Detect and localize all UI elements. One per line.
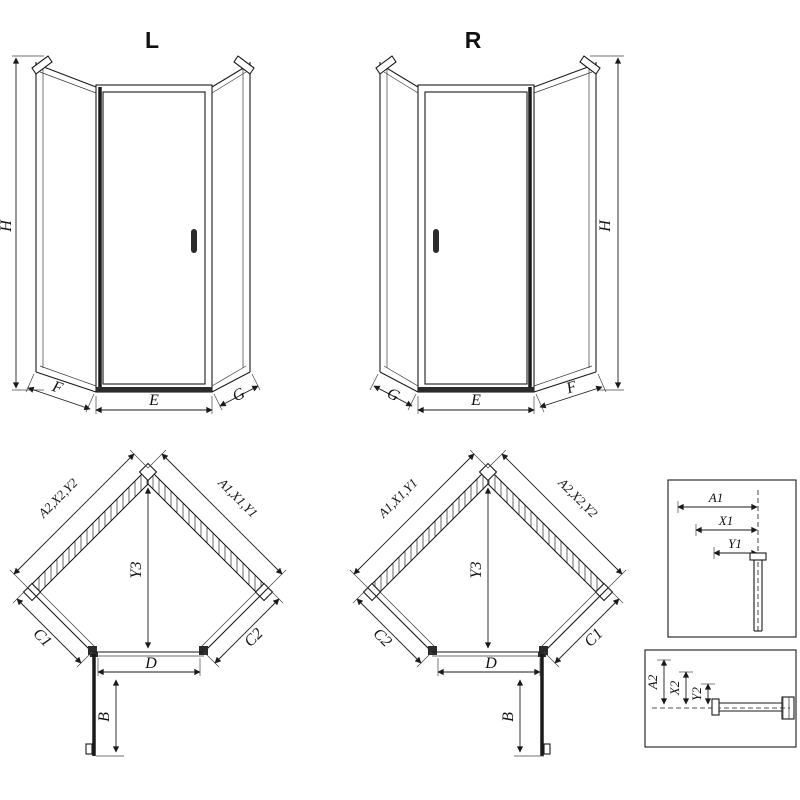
detail-top-box: A1 X1 Y1 [667, 479, 797, 638]
panel-label-f: F [49, 378, 65, 398]
panel-width-dimension-f: F [25, 373, 95, 413]
back-wall-right [487, 466, 609, 597]
wall-profile-section-horizontal [711, 696, 795, 720]
wall-dimension-right: A2,X2,Y2 [487, 449, 627, 589]
door-opening-dimension-d: D [97, 655, 201, 676]
shower-tray-sill [96, 387, 212, 392]
door-jamb-right [539, 646, 548, 655]
front-left-dimension-c1: C1 [12, 587, 93, 668]
detail-dim3-label: Y2 [689, 687, 704, 701]
door-opening-label: D [484, 655, 497, 672]
door-jamb-right [199, 646, 208, 655]
door-handle-plan [543, 743, 551, 755]
depth-label-y3: Y3 [468, 562, 485, 579]
detail-bottom-box: A2 X2 Y2 [644, 649, 797, 748]
door-opening-label: D [144, 655, 157, 672]
front-right-dimension-c1: C1 [543, 587, 624, 668]
front-right-dimension-c2: C2 [203, 587, 284, 668]
right-side-panel [211, 55, 255, 393]
left-side-panel [375, 55, 419, 393]
enclosure-front-left [31, 55, 255, 393]
door-width-dimension-e: E [417, 392, 535, 414]
detail-dim2-label: X1 [718, 513, 733, 528]
door-handle [191, 229, 197, 253]
door-jamb-left [88, 646, 97, 655]
front-right-label: C2 [241, 625, 266, 650]
door-handle [433, 229, 439, 253]
panel-label-g: G [384, 385, 403, 406]
depth-dimension-y3: Y3 [468, 487, 492, 649]
door-projection-dimension-b: B [96, 679, 124, 757]
door-projection-label: B [96, 712, 113, 722]
elevation-right-view: R [369, 27, 624, 414]
door-panel [95, 84, 213, 393]
right-side-panel [533, 55, 601, 393]
depth-dimension-y3: Y3 [128, 487, 152, 649]
enclosure-front-right [375, 55, 601, 393]
door-glass [424, 91, 528, 385]
door-label-e: E [148, 392, 159, 409]
wall-bracket-top-left [375, 55, 397, 75]
panel-label-g: G [230, 385, 249, 406]
door-panel [417, 84, 535, 393]
front-left-dimension-c2: C2 [352, 587, 433, 668]
door-projection-dimension-b: B [500, 679, 544, 757]
plan-left-view: A2,X2,Y2 A1,X1,Y1 Y3 C1 C2 D [9, 449, 287, 757]
height-dimension-left: H [0, 55, 44, 391]
plan-right-view: A1,X1,Y1 A2,X2,Y2 Y3 C2 C1 D [349, 449, 627, 757]
door-glass [102, 91, 206, 385]
elevation-left-title: L [145, 27, 159, 53]
door-handle-plan [85, 743, 93, 755]
height-label-right: H [597, 219, 614, 233]
wall-profile-section-vertical [749, 552, 767, 632]
depth-label-y3: Y3 [128, 562, 145, 579]
elevation-left-view: L H [0, 27, 261, 414]
wall-dimension-right: A1,X1,Y1 [147, 449, 287, 589]
wall-bracket-top-right [579, 55, 601, 75]
detail-dim1-label: A2 [645, 674, 660, 690]
detail-dim1-label: A1 [708, 490, 723, 505]
detail-box-border [667, 479, 797, 638]
left-side-panel [31, 55, 97, 393]
open-door-plan [85, 652, 98, 756]
height-label-left: H [0, 219, 15, 233]
elevation-right-title: R [465, 27, 482, 53]
height-dimension-right: H [590, 55, 624, 391]
detail-dim3-label: Y1 [728, 536, 742, 551]
front-right-label: C1 [581, 625, 606, 650]
door-label-e: E [470, 392, 481, 409]
corner-profile-top [478, 462, 498, 482]
wall-section-hatch [781, 696, 795, 720]
shower-tray-sill [418, 387, 534, 392]
wall-bracket-top-right [233, 55, 255, 75]
door-projection-label: B [500, 712, 517, 722]
front-left-label: C2 [370, 625, 395, 650]
detail-dim2-label: X2 [667, 680, 682, 696]
detail-box-border [644, 649, 797, 748]
panel-label-f: F [563, 378, 579, 398]
door-jamb-left [428, 646, 437, 655]
panel-width-dimension-f: F [535, 373, 607, 413]
front-left-label: C1 [30, 625, 55, 650]
corner-profile-top [138, 462, 158, 482]
wall-bracket-top-left [31, 55, 53, 75]
door-width-dimension-e: E [95, 392, 213, 414]
open-door-plan [538, 652, 551, 756]
door-opening-dimension-d: D [437, 655, 541, 676]
back-wall-right [147, 466, 269, 597]
